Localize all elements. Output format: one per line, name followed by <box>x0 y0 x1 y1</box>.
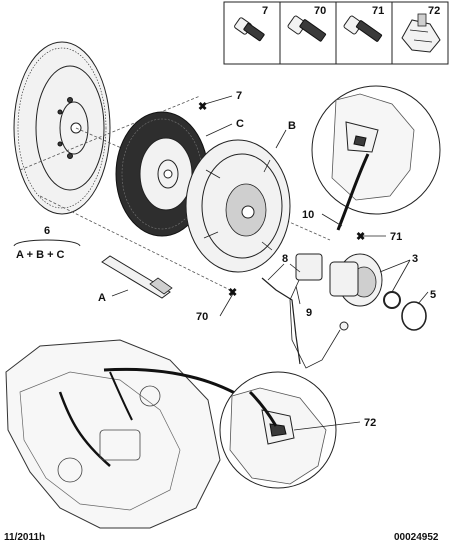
legend-box-71: 71 <box>343 5 384 42</box>
screw-71-icon <box>343 15 383 42</box>
legend-box-70: 70 <box>287 5 326 42</box>
callout-b: B <box>288 120 296 132</box>
callout-6-formula: A + B + C <box>16 249 65 261</box>
pressure-plate <box>185 139 291 273</box>
screw-7-icon <box>234 17 265 42</box>
assembly-guide-upper <box>19 95 201 171</box>
legend-ref-72: 72 <box>428 5 440 17</box>
callout-70: 70 <box>196 311 208 323</box>
callout-3: 3 <box>412 253 418 265</box>
callout-10: 10 <box>302 209 314 221</box>
callout-labels: 7 C B 6 A + B + C A 70 10 71 8 3 9 5 72 <box>13 90 436 429</box>
detail-circle-lower <box>219 371 337 489</box>
o-ring <box>401 301 427 331</box>
callout-5: 5 <box>430 289 436 301</box>
callout-a: A <box>98 292 106 304</box>
leader-lines <box>111 95 429 431</box>
clip-72-icon <box>401 13 441 53</box>
callout-71: 71 <box>390 231 402 243</box>
clutch-disc <box>115 111 209 237</box>
legend-strip: 7 70 71 72 <box>223 1 449 65</box>
detail-circle-upper <box>311 85 441 231</box>
hydraulic-pipe <box>261 253 323 365</box>
svg-text:✖: ✖ <box>228 287 237 299</box>
legend-box-72: 72 <box>401 5 441 53</box>
gearbox <box>5 339 221 529</box>
callout-6: 6 <box>44 225 50 237</box>
tightening-markers: ✖ ✖ ✖ <box>198 101 365 299</box>
callout-8: 8 <box>282 253 288 265</box>
legend-ref-71: 71 <box>372 5 384 17</box>
callout-c: C <box>236 118 244 130</box>
flywheel <box>13 41 111 215</box>
footer-date: 11/2011h <box>4 532 45 543</box>
svg-text:✖: ✖ <box>356 231 365 243</box>
assembly-guide-lower <box>39 195 231 291</box>
svg-text:✖: ✖ <box>198 101 207 113</box>
callout-9: 9 <box>306 307 312 319</box>
callout-72: 72 <box>364 417 376 429</box>
pilot-pin <box>101 255 173 299</box>
footer-diagram-number: 00024952 <box>394 532 439 543</box>
legend-ref-7: 7 <box>262 5 268 17</box>
legend-ref-70: 70 <box>314 5 326 17</box>
screw-70-icon <box>287 15 327 42</box>
callout-7: 7 <box>236 90 242 102</box>
legend-box-7: 7 <box>234 5 268 42</box>
